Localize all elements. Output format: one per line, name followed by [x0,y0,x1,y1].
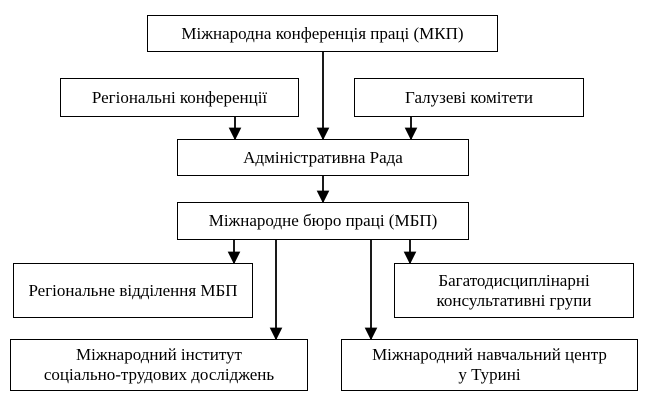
node-governing-body: Адміністративна Рада [177,139,469,176]
node-sectoral-committees: Галузеві комітети [354,78,584,117]
node-multidisciplinary-teams: Багатодисциплінарні консультативні групи [394,263,634,318]
node-ilo: Міжнародне бюро праці (МБП) [177,202,469,240]
node-regional-conferences: Регіональні конференції [60,78,299,117]
node-turin-centre: Міжнародний навчальний центр у Турині [341,339,638,391]
node-regional-offices: Регіональне відділення МБП [13,263,253,318]
node-ilc: Міжнародна конференція праці (МКП) [147,15,498,52]
node-institute: Міжнародний інститут соціально-трудових … [10,339,308,391]
